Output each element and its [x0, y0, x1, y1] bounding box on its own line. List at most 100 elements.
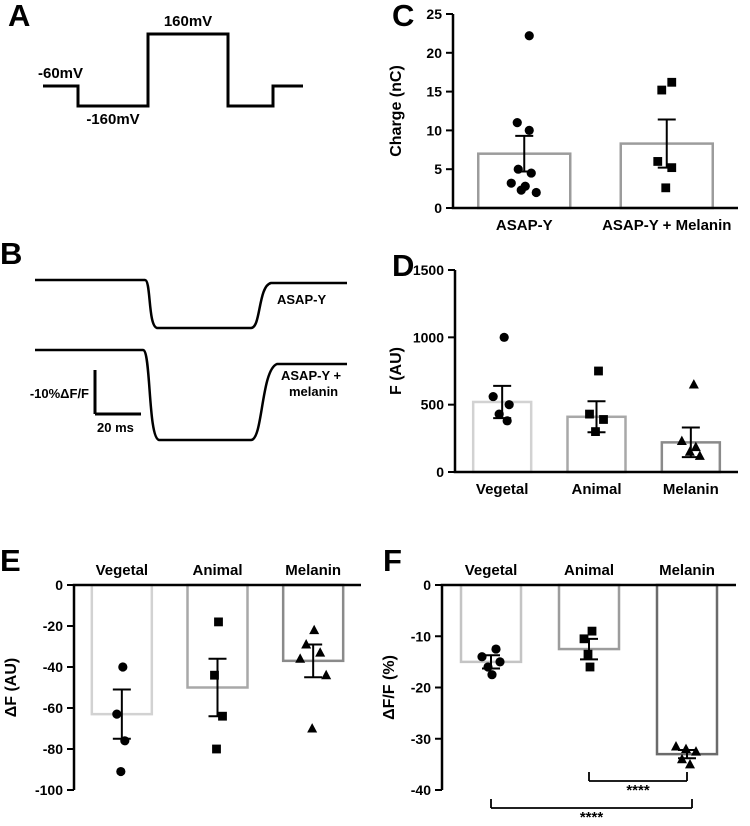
y-tick-label: 500 [421, 397, 445, 413]
panel-letter-b: B [0, 236, 23, 271]
data-point-square [587, 626, 597, 636]
data-point-square [591, 427, 600, 436]
data-point-square [585, 409, 594, 419]
y-tick-label: 1500 [413, 262, 444, 278]
data-point-circle [506, 178, 516, 188]
data-point-circle [116, 766, 126, 777]
data-point-circle [512, 118, 522, 128]
data-point-square [661, 183, 671, 193]
trace2-label-line2: melanin [289, 384, 338, 399]
data-point-triangle [685, 758, 695, 769]
panel-letter-a: A [8, 0, 31, 33]
y-tick-label: -20 [411, 680, 431, 696]
data-point-triangle [690, 441, 701, 452]
data-point-circle [513, 164, 523, 174]
y-tick-label: -10 [411, 628, 431, 644]
data-point-circle [524, 31, 534, 41]
data-point-triangle [321, 669, 332, 680]
data-point-circle [495, 657, 505, 667]
y-tick-label: -80 [43, 741, 63, 757]
category-label: Animal [571, 481, 621, 498]
data-point-square [657, 85, 667, 95]
data-point-square [583, 649, 593, 659]
category-label: Melanin [659, 562, 715, 579]
category-label: ASAP-Y + Melanin [602, 217, 731, 234]
data-point-circle [526, 168, 536, 178]
voltage-trace [43, 32, 303, 108]
significance-stars: **** [626, 782, 650, 799]
holding-voltage-label: -60mV [38, 65, 83, 82]
data-point-circle [487, 670, 497, 680]
category-label: Melanin [663, 481, 719, 498]
significance-stars: **** [580, 809, 604, 826]
data-point-circle [524, 125, 534, 135]
hyperpolarized-voltage-label: -160mV [86, 111, 139, 128]
y-tick-label: -30 [411, 731, 431, 747]
panel-a-voltage-protocol: 160mV -60mV -160mV [38, 13, 303, 128]
y-tick-label: 5 [434, 161, 442, 177]
y-tick-label: 0 [436, 464, 444, 480]
data-point-triangle [684, 446, 695, 456]
data-point-circle [516, 185, 526, 195]
data-point-circle [112, 709, 122, 719]
data-point-circle [499, 332, 509, 342]
data-point-circle [488, 391, 498, 402]
bar-Melanin [655, 583, 719, 756]
panel-letter-d: D [392, 248, 415, 283]
data-point-triangle [676, 435, 687, 446]
y-tick-label: 1000 [413, 329, 444, 345]
data-point-square [212, 744, 221, 754]
panel-letter-e: E [0, 543, 21, 578]
data-point-circle [504, 400, 514, 410]
y-tick-label: 0 [55, 577, 63, 593]
data-point-triangle [677, 753, 687, 764]
y-tick-label: 0 [434, 200, 442, 216]
category-label: Vegetal [465, 562, 518, 579]
data-point-square [653, 157, 663, 166]
category-label: Vegetal [96, 562, 149, 579]
y-axis-title: ΔF (AU) [3, 658, 20, 717]
y-tick-label: 15 [426, 84, 442, 100]
y-tick-label: 10 [426, 122, 442, 138]
data-point-triangle [315, 647, 326, 657]
data-point-triangle [309, 624, 320, 635]
data-point-circle [120, 736, 130, 746]
data-point-circle [477, 652, 487, 662]
y-tick-label: 25 [426, 6, 442, 22]
data-point-triangle [681, 743, 691, 753]
asap-y-melanin-trace [35, 348, 347, 442]
data-point-square [667, 163, 677, 173]
data-point-circle [491, 644, 501, 654]
y-axis-title: Charge (nC) [388, 65, 405, 157]
data-point-square [218, 711, 227, 721]
panel-letter-f: F [383, 543, 402, 578]
y-tick-label: 20 [426, 45, 442, 61]
data-point-square [210, 670, 219, 680]
data-point-triangle [295, 653, 306, 663]
vertical-scale-label: -10%ΔF/F [30, 386, 89, 401]
bar-Vegetal [459, 583, 523, 664]
y-tick-label: 0 [423, 577, 431, 593]
y-tick-label: -40 [43, 659, 63, 675]
data-point-triangle [301, 639, 312, 649]
category-label: Vegetal [476, 481, 529, 498]
y-tick-label: -100 [35, 782, 63, 798]
y-tick-label: -20 [43, 618, 63, 634]
data-point-circle [502, 416, 512, 426]
category-label: Animal [192, 562, 242, 579]
data-point-triangle [671, 741, 681, 751]
data-point-square [599, 415, 608, 424]
data-point-triangle [694, 450, 705, 460]
data-point-square [214, 617, 223, 627]
data-point-circle [118, 662, 128, 672]
data-point-triangle [688, 379, 699, 389]
panel-b-fluorescence-traces: ASAP-Y ASAP-Y + melanin -10%ΔF/F 20 ms [30, 278, 347, 442]
y-axis-title: ΔF/F (%) [381, 655, 398, 720]
data-point-triangle [691, 746, 701, 756]
category-label: Melanin [285, 562, 341, 579]
y-tick-label: -40 [411, 782, 431, 798]
